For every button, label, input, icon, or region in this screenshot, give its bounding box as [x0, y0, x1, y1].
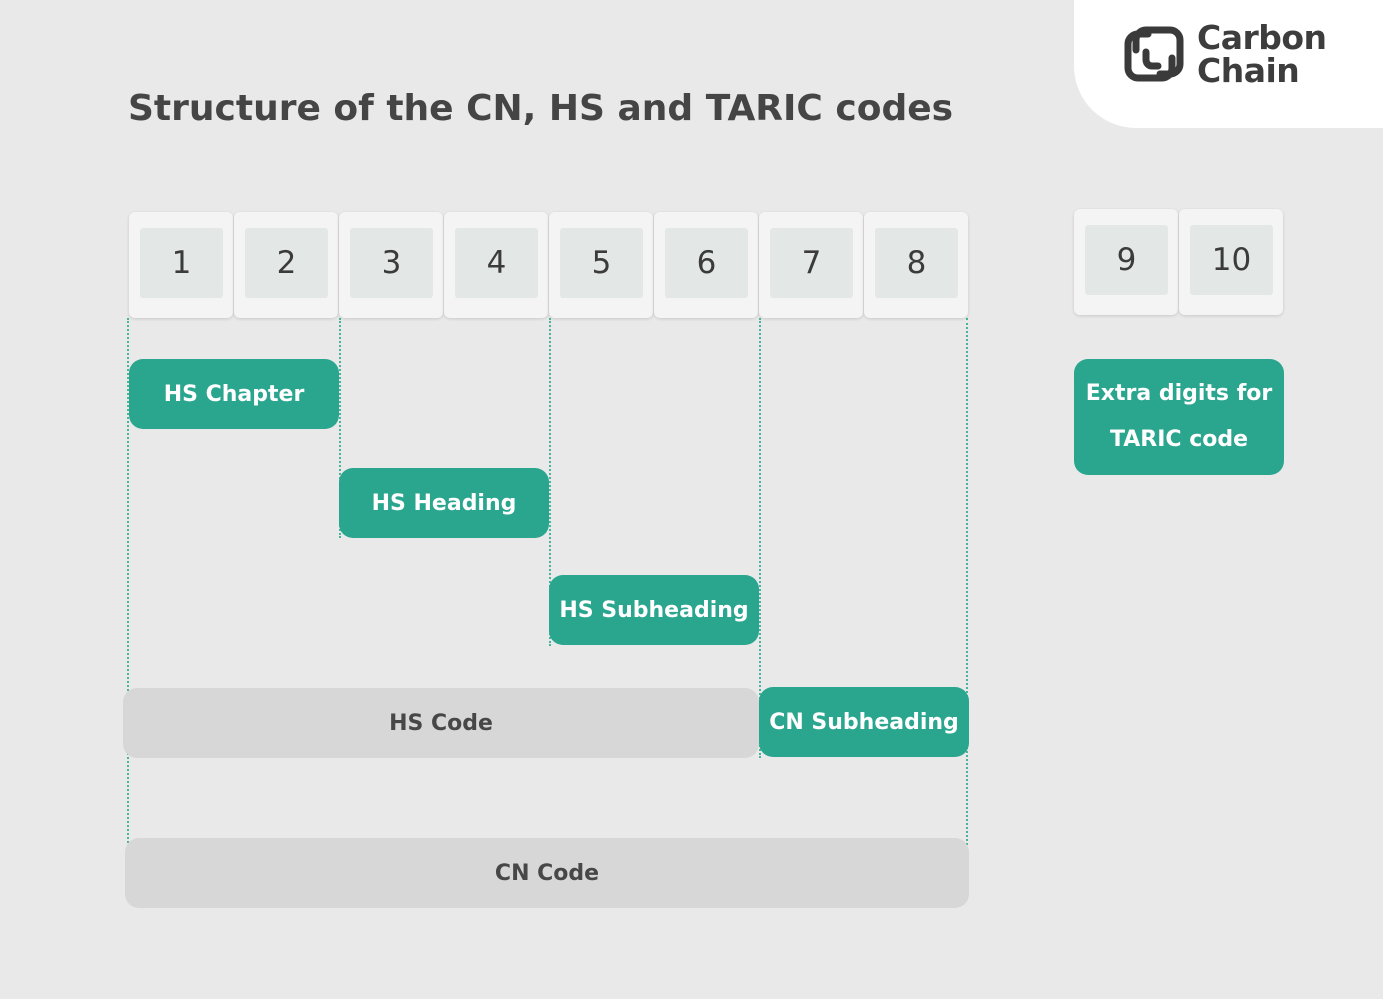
- guide-line: [127, 318, 129, 863]
- guide-line: [759, 318, 761, 758]
- taric-label-line1: Extra digits for: [1085, 381, 1273, 406]
- guide-line: [549, 318, 551, 646]
- digit-tile-7: 7: [759, 212, 863, 318]
- digit-label: 2: [245, 228, 328, 298]
- hs-chapter-label: HS Chapter: [129, 359, 339, 429]
- digit-tile-5: 5: [549, 212, 653, 318]
- digit-tile-6: 6: [654, 212, 758, 318]
- digit-label: 4: [455, 228, 538, 298]
- digit-label: 8: [875, 228, 958, 298]
- digit-tile-1: 1: [129, 212, 233, 318]
- digit-tile-8: 8: [864, 212, 968, 318]
- digit-tile-9: 9: [1074, 209, 1178, 315]
- logo-text-line1: Carbon: [1197, 18, 1327, 57]
- page-title: Structure of the CN, HS and TARIC codes: [128, 88, 954, 129]
- carbon-chain-logo-icon: [1124, 26, 1184, 82]
- digit-tile-3: 3: [339, 212, 443, 318]
- hs-heading-label: HS Heading: [339, 468, 549, 538]
- logo-text: Carbon Chain: [1197, 21, 1327, 87]
- cn-code-bar: CN Code: [125, 838, 969, 908]
- hs-subheading-label: HS Subheading: [549, 575, 759, 645]
- digit-tile-10: 10: [1179, 209, 1283, 315]
- guide-line: [339, 318, 341, 538]
- digit-tile-2: 2: [234, 212, 338, 318]
- taric-label-line2: TARIC code: [1109, 427, 1249, 452]
- logo-text-line2: Chain: [1197, 51, 1300, 90]
- guide-line: [966, 318, 968, 853]
- digit-label: 9: [1085, 225, 1168, 295]
- digit-label: 5: [560, 228, 643, 298]
- taric-extra-digits-label: Extra digits for TARIC code: [1074, 359, 1284, 475]
- digit-label: 10: [1190, 225, 1273, 295]
- digit-label: 7: [770, 228, 853, 298]
- digit-label: 3: [350, 228, 433, 298]
- digit-tile-4: 4: [444, 212, 548, 318]
- hs-code-bar: HS Code: [123, 688, 759, 758]
- digit-label: 1: [140, 228, 223, 298]
- digit-label: 6: [665, 228, 748, 298]
- cn-subheading-label: CN Subheading: [759, 687, 969, 757]
